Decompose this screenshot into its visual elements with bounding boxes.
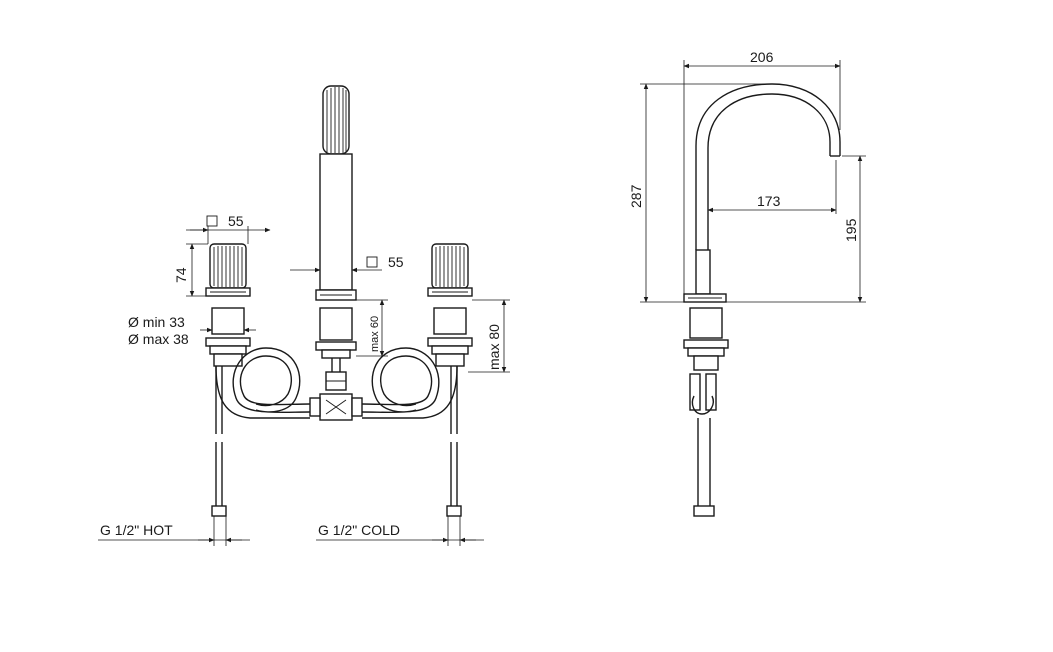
dim-hot: G 1/2" HOT: [98, 516, 250, 546]
dim-spout-width: 55: [290, 254, 404, 276]
max60-label: max 60: [369, 316, 381, 352]
dim-max60: max 60: [356, 299, 388, 357]
handle-size-label: 55: [228, 213, 244, 229]
spout-height-label: 195: [843, 218, 859, 242]
mixer-body: [309, 393, 363, 421]
handle-height-label: 74: [173, 267, 189, 283]
flex-hoses: [215, 347, 458, 419]
reach-label: 206: [750, 49, 774, 65]
front-view: 55 74 Ø min 33 Ø max 38 55: [98, 85, 510, 546]
dim-handle-height: 74: [173, 243, 208, 297]
dim-height: 287: [628, 83, 772, 303]
dim-reach: 206: [683, 49, 841, 300]
center-spout: [315, 85, 357, 391]
side-view: 206 287 173 195: [628, 49, 866, 517]
cold-label: G 1/2" COLD: [318, 522, 400, 538]
height-label: 287: [628, 184, 644, 208]
dim-max80: max 80: [468, 299, 510, 373]
dim-handle-width: 55: [186, 213, 271, 244]
dim-cold: G 1/2" COLD: [316, 516, 484, 546]
dim-inner-reach: 173: [707, 160, 837, 214]
dia-min-label: Ø min 33: [128, 314, 185, 330]
spout-size-label: 55: [388, 254, 404, 270]
dia-max-label: Ø max 38: [128, 331, 189, 347]
right-handle: [427, 243, 473, 517]
dim-diameter: Ø min 33 Ø max 38: [128, 314, 256, 347]
dim-spout-height: 195: [726, 155, 866, 303]
hot-label: G 1/2" HOT: [100, 522, 173, 538]
gooseneck-spout: [683, 83, 841, 517]
max80-label: max 80: [486, 324, 502, 370]
left-handle: [205, 243, 251, 517]
inner-reach-label: 173: [757, 193, 781, 209]
